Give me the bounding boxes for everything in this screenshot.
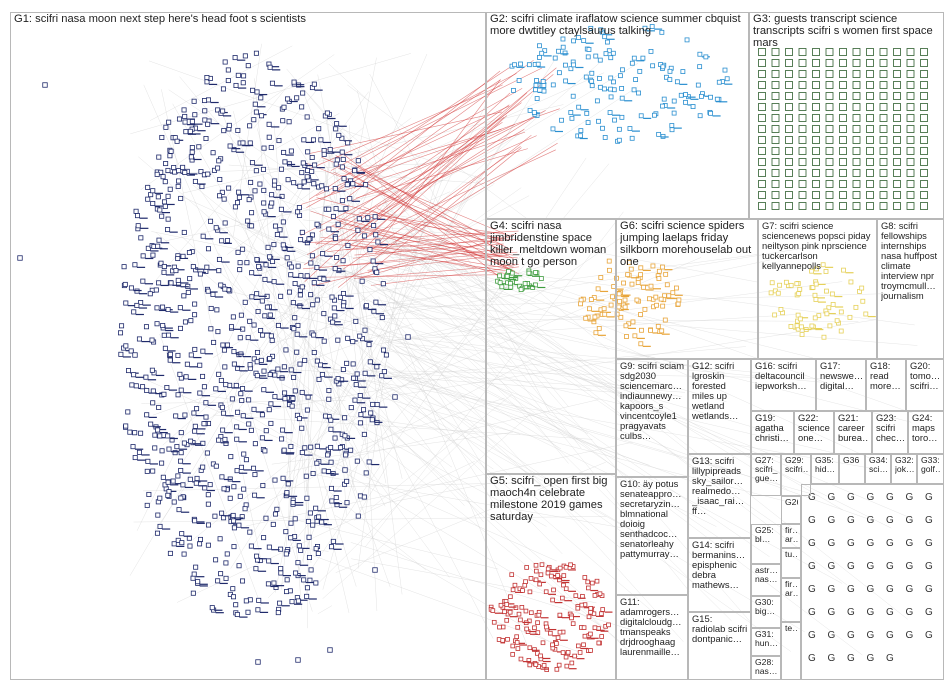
group-panel-gs3[interactable]: fir… ar… [781, 524, 801, 548]
group-panel-g7[interactable]: G7: scifri science sciencenews popsci pi… [758, 219, 877, 359]
group-label: G30: big… [755, 598, 778, 616]
group-panel-g32[interactable]: G32: jok… [891, 454, 917, 484]
group-panel-gs4[interactable]: tu… [781, 548, 801, 578]
group-panel-g35[interactable]: G35: hid… [811, 454, 839, 484]
group-label: G11: adamrogers… digitalcloudg… tmanspea… [620, 597, 685, 657]
group-panel-g21[interactable]: G21: career burea… [834, 411, 872, 454]
group-panel-gs5[interactable]: te… [781, 622, 801, 680]
group-label: G2: scifri climate iraflatow science sum… [490, 14, 746, 38]
group-panel-g3[interactable]: G3: guests transcript science transcript… [749, 12, 944, 219]
group-label: G3: guests transcript science transcript… [753, 14, 941, 50]
group-panel-g31[interactable]: G31: hun… [751, 628, 781, 656]
group-label: G5: scifri_ open first big maoch4n celeb… [490, 476, 613, 524]
group-label: G18: read more… [870, 361, 903, 391]
group-label: G25: bl… [755, 526, 778, 544]
group-panel-g15[interactable]: G15: radiolab scifri dontpanic… [688, 612, 751, 680]
group-label: G35: hid… [815, 456, 836, 474]
group-label: G16: scifri deltacouncil iepworksh… [755, 361, 813, 391]
group-panel-g4[interactable]: G4: scifri nasa jimbridenstine space kil… [486, 219, 616, 474]
group-panel-gs2[interactable]: fir… ar…fir… ar… [781, 578, 801, 622]
group-label: G19: agatha christi… [755, 413, 791, 443]
group-label: fir… ar… [785, 526, 798, 544]
group-label: astr… nas… [755, 566, 778, 584]
group-label: G23: scifri chec… [876, 413, 905, 443]
group-label: G10: äy potus senateappro… secretaryzin…… [620, 479, 685, 559]
group-label: G20: tomo… scifri… [910, 361, 941, 391]
group-label: G12: scifri lgroskin forested miles up w… [692, 361, 748, 421]
group-panel-g8[interactable]: G8: scifri fellowships internships nasa … [877, 219, 944, 359]
group-panel-g27[interactable]: G27: scifri_ gue… [751, 454, 781, 496]
group-panel-gs1[interactable]: astr… nas… [751, 564, 781, 596]
group-panel-g26[interactable]: G26 [781, 496, 801, 524]
group-panel-g19[interactable]: G19: agatha christi… [751, 411, 794, 454]
group-label: G22: science one… [798, 413, 831, 443]
group-panel-g5[interactable]: G5: scifri_ open first big maoch4n celeb… [486, 474, 616, 680]
group-label: G33: golf… [921, 456, 941, 474]
group-panel-g11[interactable]: G11: adamrogers… digitalcloudg… tmanspea… [616, 595, 688, 680]
group-label: G26 [785, 498, 798, 507]
group-label: G31: hun… [755, 630, 778, 648]
group-label: G8: scifri fellowships internships nasa … [881, 221, 941, 301]
group-label: G28: nas… [755, 658, 778, 676]
group-panel-g36[interactable]: G36 [839, 454, 865, 484]
group-label: G9: scifri sciam sdg2030 sciencemarc… in… [620, 361, 685, 441]
group-panel-g30[interactable]: G30: big… [751, 596, 781, 628]
group-panel-g18[interactable]: G18: read more… [866, 359, 906, 411]
group-panel-g34[interactable]: G34: sci… [865, 454, 891, 484]
group-panel-g2[interactable]: G2: scifri climate iraflatow science sum… [486, 12, 749, 219]
group-panel-g20[interactable]: G20: tomo… scifri… [906, 359, 944, 411]
group-panel-g24[interactable]: G24: maps toro… [908, 411, 944, 454]
group-label: G13: scifri lillypipreads sky_sailor… re… [692, 456, 748, 516]
group-panel-g9[interactable]: G9: scifri sciam sdg2030 sciencemarc… in… [616, 359, 688, 477]
group-label: G6: scifri science spiders jumping laela… [620, 221, 755, 269]
group-label: G7: scifri science sciencenews popsci pi… [762, 221, 874, 271]
group-label: G14: scifri bermanins… episphenic debra … [692, 540, 748, 590]
group-label: G24: maps toro… [912, 413, 941, 443]
group-panel-g10[interactable]: G10: äy potus senateappro… secretaryzin…… [616, 477, 688, 595]
group-panel-g23[interactable]: G23: scifri chec… [872, 411, 908, 454]
group-label: G4: scifri nasa jimbridenstine space kil… [490, 221, 613, 269]
group-label: G34: sci… [869, 456, 888, 474]
group-panel-g17[interactable]: G17: newswe… digital… [816, 359, 866, 411]
group-panel-g14[interactable]: G14: scifri bermanins… episphenic debra … [688, 538, 751, 612]
group-panel-g16[interactable]: G16: scifri deltacouncil iepworksh… [751, 359, 816, 411]
group-label: G27: scifri_ gue… [755, 456, 778, 483]
group-panel-misc[interactable] [801, 484, 944, 680]
group-panel-g1[interactable]: G1: scifri nasa moon next step here's he… [10, 12, 486, 680]
group-label: G1: scifri nasa moon next step here's he… [14, 14, 483, 26]
group-label: te… [785, 624, 798, 633]
group-panel-g6[interactable]: G6: scifri science spiders jumping laela… [616, 219, 758, 359]
group-panel-g28[interactable]: G28: nas… [751, 656, 781, 680]
group-panel-g25[interactable]: G25: bl… [751, 524, 781, 564]
group-label: G15: radiolab scifri dontpanic… [692, 614, 748, 644]
group-panel-g13[interactable]: G13: scifri lillypipreads sky_sailor… re… [688, 454, 751, 538]
group-label: tu… [785, 550, 798, 559]
group-label: G36 [843, 456, 862, 465]
group-panel-g33[interactable]: G33: golf… [917, 454, 944, 484]
group-panel-g22[interactable]: G22: science one… [794, 411, 834, 454]
group-label: G21: career burea… [838, 413, 869, 443]
group-label: G17: newswe… digital… [820, 361, 863, 391]
group-label: G32: jok… [895, 456, 914, 474]
group-label: G29: scifri… [785, 456, 808, 474]
group-panel-g12[interactable]: G12: scifri lgroskin forested miles up w… [688, 359, 751, 454]
group-label-secondary: fir… ar… [785, 580, 798, 598]
